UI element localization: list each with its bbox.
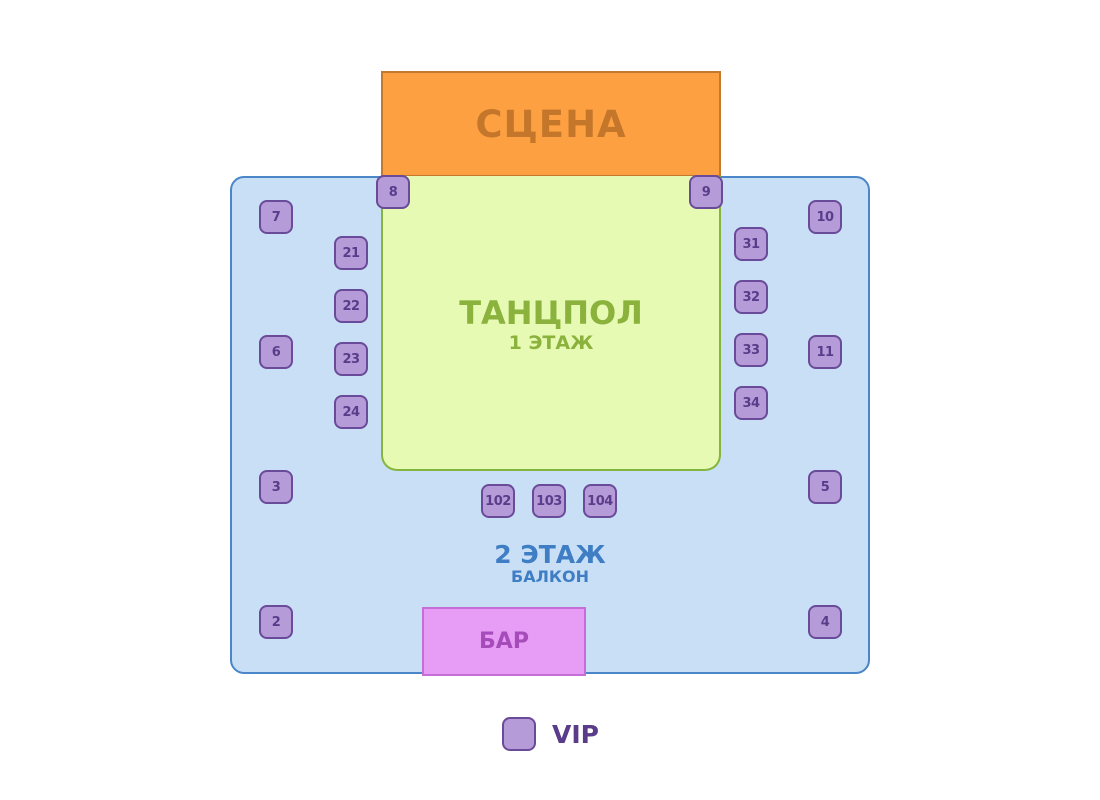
vip-table-8[interactable]: 8 bbox=[376, 175, 410, 209]
table-number: 33 bbox=[742, 342, 760, 358]
vip-legend-label: VIP bbox=[552, 719, 599, 749]
table-number: 11 bbox=[816, 344, 834, 360]
table-number: 24 bbox=[342, 404, 360, 420]
table-number: 8 bbox=[388, 184, 398, 200]
vip-table-3[interactable]: 3 bbox=[259, 470, 293, 504]
table-number: 4 bbox=[820, 614, 830, 630]
stage-label: СЦЕНА bbox=[475, 102, 627, 146]
vip-table-104[interactable]: 104 bbox=[583, 484, 617, 518]
table-number: 21 bbox=[342, 245, 360, 261]
table-number: 31 bbox=[742, 236, 760, 252]
vip-table-2[interactable]: 2 bbox=[259, 605, 293, 639]
vip-table-9[interactable]: 9 bbox=[689, 175, 723, 209]
table-number: 7 bbox=[271, 209, 281, 225]
table-number: 3 bbox=[271, 479, 281, 495]
vip-table-10[interactable]: 10 bbox=[808, 200, 842, 234]
vip-table-23[interactable]: 23 bbox=[334, 342, 368, 376]
vip-table-103[interactable]: 103 bbox=[532, 484, 566, 518]
table-number: 104 bbox=[587, 493, 613, 509]
table-number: 6 bbox=[271, 344, 281, 360]
table-number: 9 bbox=[701, 184, 711, 200]
table-number: 103 bbox=[536, 493, 562, 509]
legend: VIP bbox=[502, 716, 599, 752]
dancefloor-zone bbox=[381, 176, 721, 471]
table-number: 22 bbox=[342, 298, 360, 314]
vip-table-11[interactable]: 11 bbox=[808, 335, 842, 369]
table-number: 23 bbox=[342, 351, 360, 367]
vip-table-6[interactable]: 6 bbox=[259, 335, 293, 369]
table-number: 5 bbox=[820, 479, 830, 495]
vip-table-102[interactable]: 102 bbox=[481, 484, 515, 518]
dancefloor-subtitle: 1 ЭТАЖ bbox=[508, 332, 594, 354]
vip-table-31[interactable]: 31 bbox=[734, 227, 768, 261]
table-number: 2 bbox=[271, 614, 281, 630]
vip-table-21[interactable]: 21 bbox=[334, 236, 368, 270]
vip-table-7[interactable]: 7 bbox=[259, 200, 293, 234]
vip-table-33[interactable]: 33 bbox=[734, 333, 768, 367]
table-number: 10 bbox=[816, 209, 834, 225]
vip-table-32[interactable]: 32 bbox=[734, 280, 768, 314]
balcony-title: 2 ЭТАЖ bbox=[494, 540, 606, 569]
vip-table-4[interactable]: 4 bbox=[808, 605, 842, 639]
balcony-subtitle: БАЛКОН bbox=[511, 567, 589, 586]
bar-zone: БАР bbox=[422, 607, 586, 676]
bar-label: БАР bbox=[479, 629, 529, 654]
stage-zone: СЦЕНА bbox=[381, 71, 721, 177]
table-number: 32 bbox=[742, 289, 760, 305]
vip-legend-swatch bbox=[502, 717, 536, 751]
table-number: 34 bbox=[742, 395, 760, 411]
table-number: 102 bbox=[485, 493, 511, 509]
vip-table-34[interactable]: 34 bbox=[734, 386, 768, 420]
vip-table-24[interactable]: 24 bbox=[334, 395, 368, 429]
vip-table-5[interactable]: 5 bbox=[808, 470, 842, 504]
dancefloor-title: ТАНЦПОЛ bbox=[459, 294, 643, 332]
vip-table-22[interactable]: 22 bbox=[334, 289, 368, 323]
